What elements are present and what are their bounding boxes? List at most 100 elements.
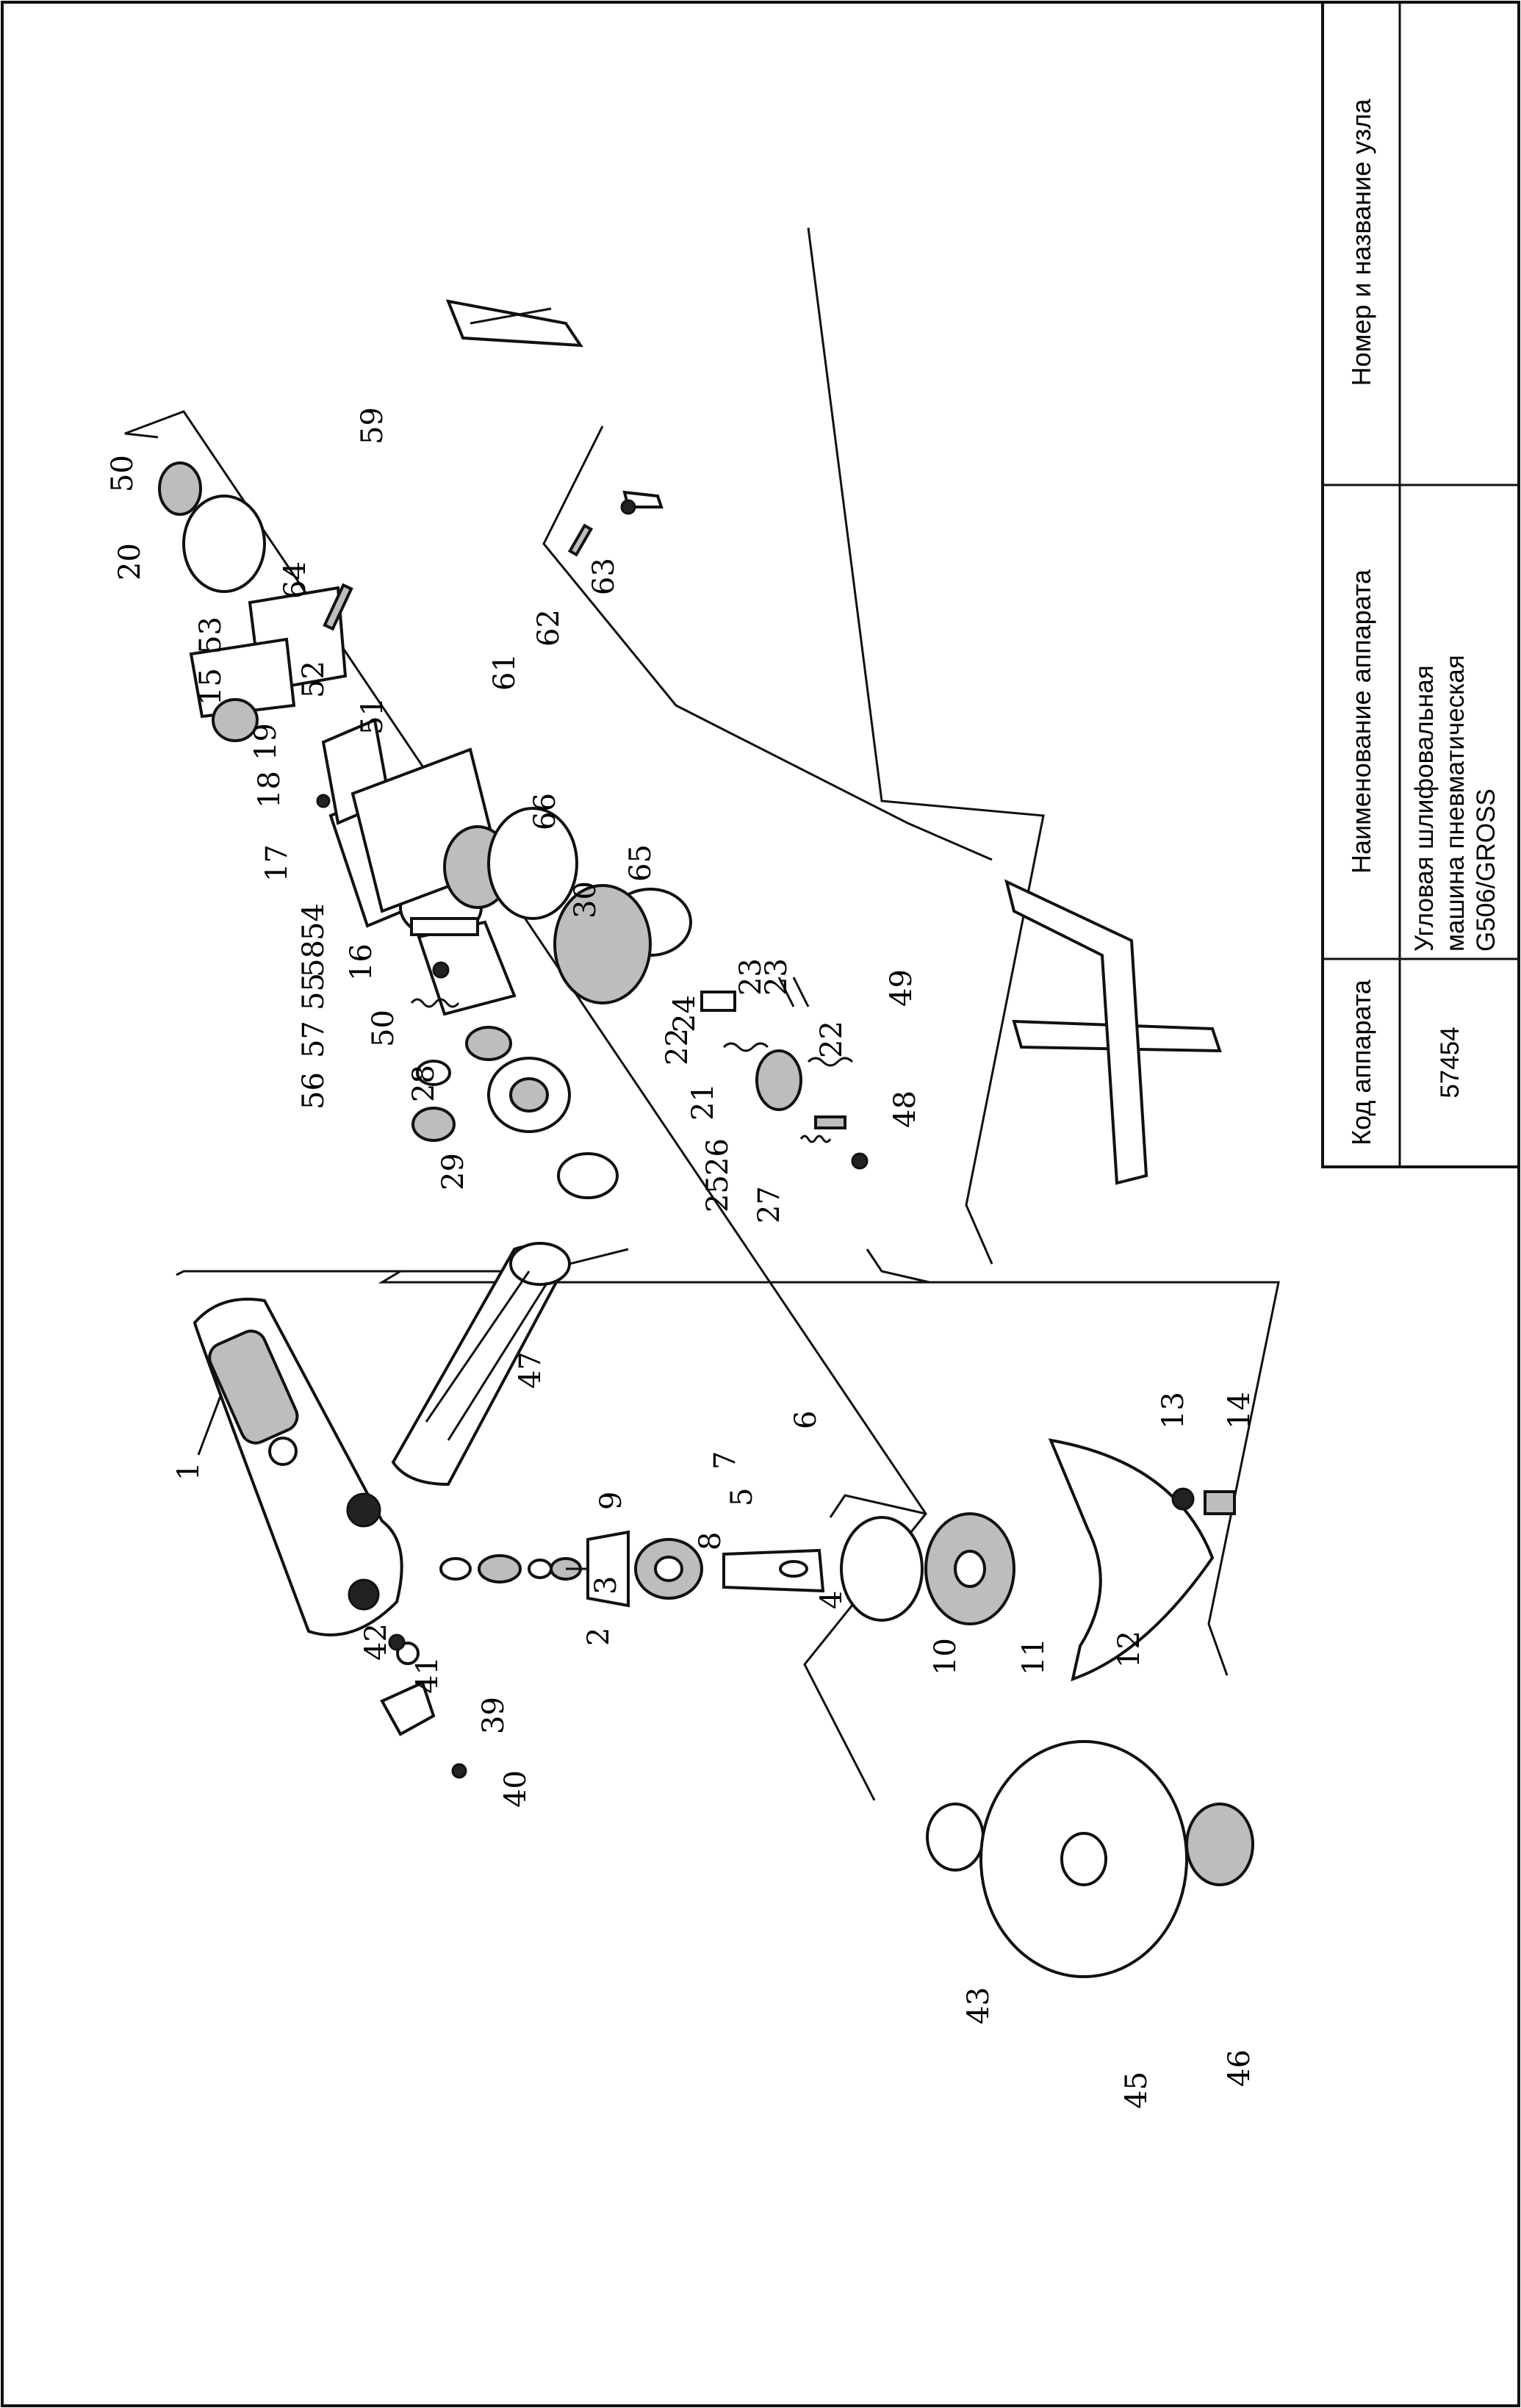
label-62: 62 [532, 609, 566, 647]
label-41: 41 [411, 1656, 445, 1694]
spindle-part-4 [722, 1548, 825, 1593]
label-24: 24 [668, 995, 702, 1032]
washer-part-43 [926, 1803, 985, 1872]
label-42: 42 [359, 1623, 393, 1661]
label-17: 17 [260, 844, 294, 882]
screw-part-13 [1171, 1487, 1195, 1511]
label-59: 59 [356, 407, 389, 445]
label-16: 16 [345, 944, 378, 981]
label-19: 19 [249, 723, 283, 761]
header-name: Наименование аппарата [1346, 569, 1376, 874]
label-22a: 22 [661, 1028, 694, 1065]
parts [158, 299, 1254, 1978]
label-10: 10 [929, 1638, 963, 1675]
label-2: 2 [582, 1628, 616, 1646]
pin-part-23b [792, 977, 810, 1007]
header-unit: Номер и название узла [1346, 98, 1376, 387]
pin-part-40 [451, 1763, 467, 1779]
label-23a: 23 [734, 958, 768, 996]
lever-part-59 [445, 299, 583, 348]
label-51: 51 [356, 697, 389, 735]
label-9: 9 [594, 1492, 628, 1510]
label-45: 45 [1120, 2071, 1154, 2109]
label-50b: 50 [367, 1010, 400, 1047]
trigger-part-39 [380, 1681, 436, 1736]
washer-part-2 [439, 1557, 472, 1581]
pin-part-23 [777, 977, 795, 1007]
fitting-part-53 [212, 698, 259, 742]
label-8: 8 [694, 1532, 727, 1550]
wrench-part-49 [1004, 879, 1148, 1185]
stem-part-26 [814, 1115, 846, 1129]
label-20: 20 [113, 543, 147, 581]
ball-part-27 [851, 1152, 869, 1170]
label-56: 56 [297, 1072, 331, 1110]
label-14: 14 [1223, 1392, 1256, 1429]
apparatus-code: 57454 [1436, 1027, 1464, 1098]
label-4: 4 [815, 1591, 849, 1609]
valve-part-21 [755, 1049, 802, 1111]
bearing-part-2 [478, 1554, 522, 1584]
ring-part-58 [432, 961, 450, 979]
gear-part-8 [586, 1530, 630, 1608]
label-58: 58 [297, 940, 331, 977]
apparatus-name-line-1: Угловая шлифовальная [1410, 665, 1439, 952]
label-26: 26 [701, 1138, 735, 1176]
label-63: 63 [587, 558, 621, 595]
label-39: 39 [477, 1697, 511, 1734]
handle-part-47 [391, 1242, 571, 1487]
label-46: 46 [1223, 2049, 1256, 2087]
spring-part-22b [807, 1057, 854, 1067]
pin-part-63 [567, 523, 594, 557]
key-part-6 [779, 1560, 808, 1578]
label-25: 25 [701, 1175, 735, 1212]
label-52: 52 [297, 661, 331, 698]
housing-part-1 [193, 1298, 403, 1636]
label-3: 3 [589, 1576, 623, 1595]
spring-part-55 [410, 998, 460, 1008]
vane-part-19 [189, 637, 296, 719]
label-1: 1 [172, 1462, 206, 1481]
spring-part-22 [722, 1042, 769, 1052]
apparatus-name-line-3: G506/GROSS [1472, 788, 1500, 952]
label-50a: 50 [106, 455, 140, 492]
part-labels: 1 2 3 4 5 6 7 8 9 10 11 12 13 14 15 16 1… [106, 407, 1256, 2109]
label-5: 5 [725, 1488, 759, 1506]
label-61: 61 [488, 653, 522, 691]
sleeve-part-24 [700, 991, 736, 1012]
pin-part-61 [620, 499, 636, 515]
label-47: 47 [514, 1351, 547, 1389]
label-57: 57 [297, 1021, 331, 1058]
apparatus-name-line-2: машина пневматическая [1441, 655, 1470, 952]
label-27: 27 [752, 1186, 786, 1223]
nut-part-66 [487, 807, 578, 920]
flange-part-10 [840, 1516, 924, 1622]
cap-part-56 [411, 1107, 456, 1142]
label-53: 53 [194, 617, 228, 654]
label-18: 18 [253, 771, 287, 808]
label-43: 43 [962, 1987, 996, 2024]
label-29: 29 [436, 1153, 470, 1190]
label-64: 64 [278, 561, 312, 599]
label-23b: 23 [760, 958, 794, 996]
ring-part-3 [528, 1559, 553, 1579]
label-40: 40 [499, 1770, 533, 1808]
label-11: 11 [1017, 1638, 1051, 1675]
label-55: 55 [297, 973, 331, 1010]
pin-part-54 [410, 917, 479, 936]
pin-part-42 [388, 1634, 406, 1651]
label-13: 13 [1157, 1392, 1190, 1429]
label-21: 21 [686, 1083, 720, 1121]
washer-part-57 [416, 1060, 451, 1086]
gear-part-29 [557, 1152, 619, 1199]
assembly-frames [124, 227, 1280, 1801]
label-30: 30 [569, 881, 603, 919]
label-48: 48 [888, 1090, 922, 1128]
label-22b: 22 [815, 1021, 849, 1058]
title-block: Код аппарата Наименование аппарата Номер… [1321, 1, 1520, 1168]
nut-part-65 [553, 884, 652, 1004]
pin-part-64 [323, 583, 353, 631]
label-66: 66 [528, 793, 562, 830]
